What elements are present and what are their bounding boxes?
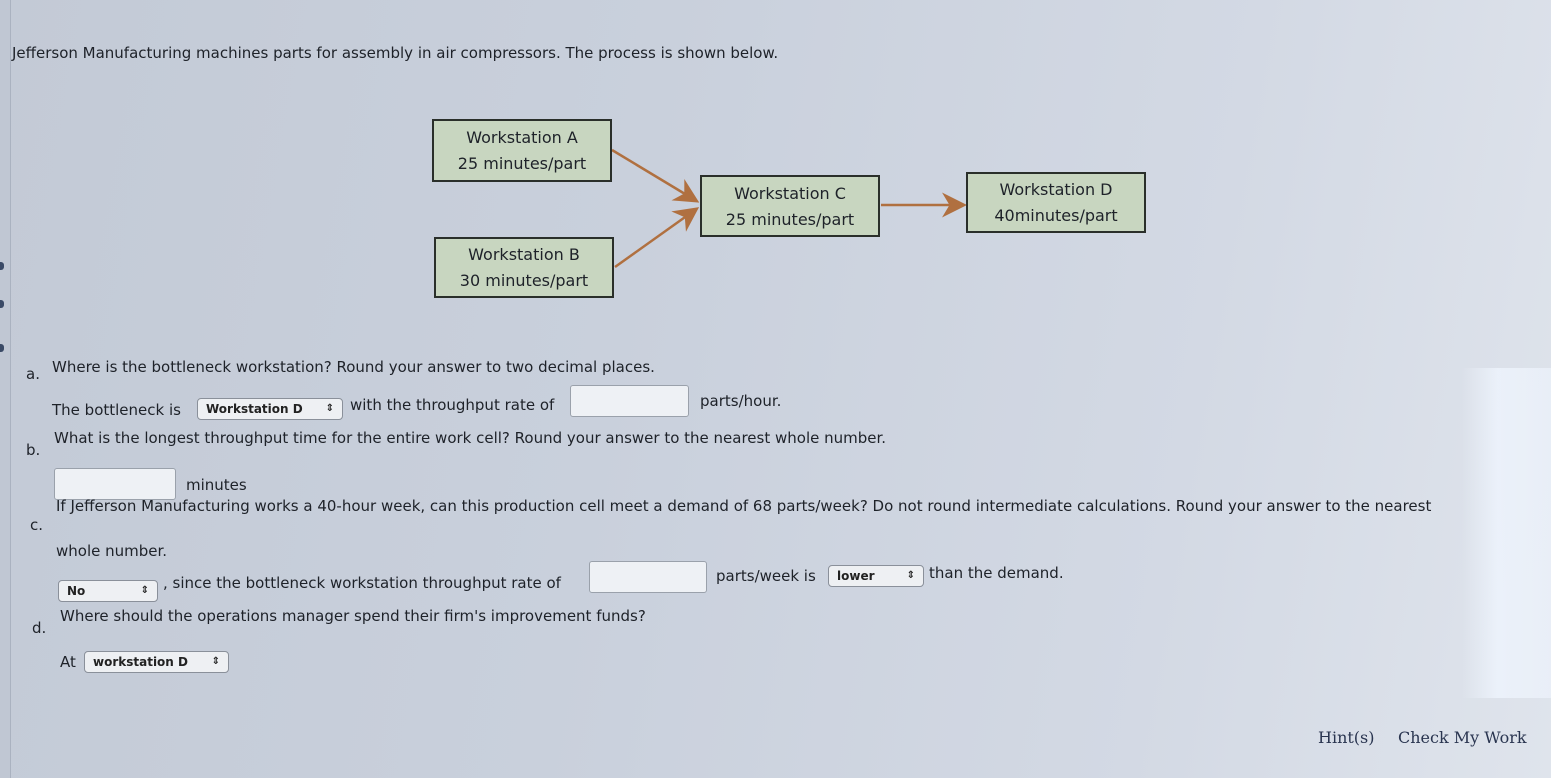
left-border: [0, 0, 11, 778]
workstation-d-name: Workstation D: [999, 180, 1113, 199]
workstation-b-time: 30 minutes/part: [459, 271, 589, 290]
question-c-text: If Jefferson Manufacturing works a 40-ho…: [56, 497, 1432, 515]
hints-link[interactable]: Hint(s): [1318, 728, 1375, 747]
comparison-select-value: lower: [837, 569, 875, 583]
meet-demand-select[interactable]: No ⇕: [58, 580, 158, 602]
workstation-a: Workstation A 25 minutes/part: [432, 119, 612, 182]
left-marker: [0, 300, 4, 308]
select-chevron-icon: ⇕: [325, 403, 334, 414]
arrow-a-to-c: [611, 148, 700, 203]
throughput-rate-input[interactable]: [570, 385, 689, 417]
question-c-letter: c.: [30, 516, 44, 534]
bottleneck-select[interactable]: Workstation D ⇕: [197, 398, 343, 420]
select-chevron-icon: ⇕: [140, 585, 149, 596]
question-c-text-cont: whole number.: [56, 542, 168, 560]
question-d-text: Where should the operations manager spen…: [60, 607, 646, 625]
workstation-a-name: Workstation A: [466, 128, 578, 147]
throughput-time-input[interactable]: [54, 468, 176, 500]
problem-intro: Jefferson Manufacturing machines parts f…: [12, 44, 779, 62]
question-a-text: Where is the bottleneck workstation? Rou…: [52, 358, 655, 376]
answer-c-middle: , since the bottleneck workstation throu…: [163, 574, 561, 592]
question-d-letter: d.: [32, 619, 47, 637]
workstation-c: Workstation C 25 minutes/part: [700, 175, 880, 237]
select-chevron-icon: ⇕: [906, 570, 915, 581]
workstation-a-time: 25 minutes/part: [457, 154, 587, 173]
weekly-throughput-input[interactable]: [589, 561, 707, 593]
workstation-d: Workstation D 40minutes/part: [966, 172, 1146, 233]
answer-c-middle2: parts/week is: [716, 567, 816, 585]
workstation-c-time: 25 minutes/part: [725, 210, 855, 229]
improvement-select-value: workstation D: [93, 655, 188, 669]
meet-demand-select-value: No: [67, 584, 86, 598]
comparison-select[interactable]: lower ⇕: [828, 565, 924, 587]
question-b-text: What is the longest throughput time for …: [54, 429, 887, 447]
answer-a-prefix: The bottleneck is: [52, 401, 181, 419]
screen-glare: [1462, 368, 1551, 698]
answer-d-prefix: At: [60, 653, 76, 671]
question-b-letter: b.: [26, 441, 41, 459]
improvement-select[interactable]: workstation D ⇕: [84, 651, 229, 673]
answer-a-suffix: parts/hour.: [700, 392, 782, 410]
question-a-letter: a.: [26, 365, 40, 383]
check-my-work-link[interactable]: Check My Work: [1398, 728, 1527, 747]
workstation-b-name: Workstation B: [468, 245, 580, 264]
bottleneck-select-value: Workstation D: [206, 402, 303, 416]
left-marker: [0, 262, 4, 270]
workstation-d-time: 40minutes/part: [994, 206, 1118, 225]
workstation-c-name: Workstation C: [734, 184, 846, 203]
left-marker: [0, 344, 4, 352]
answer-c-suffix: than the demand.: [929, 564, 1064, 582]
answer-a-middle: with the throughput rate of: [350, 396, 555, 414]
select-chevron-icon: ⇕: [211, 656, 220, 667]
workstation-b: Workstation B 30 minutes/part: [434, 237, 614, 298]
arrow-b-to-c: [614, 207, 700, 269]
answer-b-unit: minutes: [186, 476, 247, 494]
